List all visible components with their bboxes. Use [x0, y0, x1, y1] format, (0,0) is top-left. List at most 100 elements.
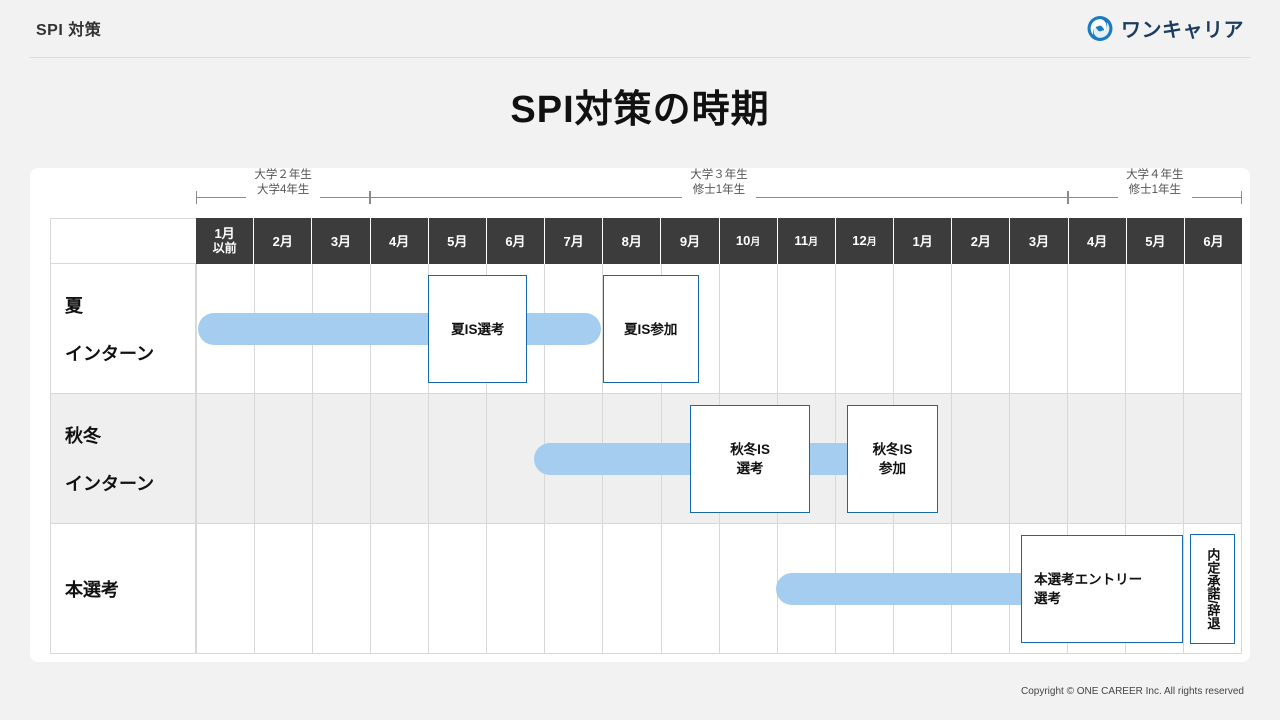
timeline-cell[interactable] [313, 524, 372, 654]
bracket-end-cap [1066, 191, 1068, 204]
bracket-label-mask [246, 190, 321, 206]
month-header-cell: 2月 [952, 218, 1011, 264]
month-sub-label: 以前 [212, 241, 237, 255]
month-header-cell: 4月 [1068, 218, 1127, 264]
one-career-swirl-icon [1087, 15, 1113, 41]
header-corner-cell [50, 218, 196, 264]
month-header-cell: 11月 [777, 218, 836, 264]
month-label: 5月 [447, 233, 468, 249]
phase-bracket: 大学４年生修士1年生 [1067, 168, 1242, 218]
month-header-cell: 10月 [719, 218, 778, 264]
bracket-label-mask [681, 190, 756, 206]
timeline-callout[interactable]: 秋冬IS 参加 [846, 405, 939, 513]
month-header-cell: 5月 [428, 218, 487, 264]
row-label-line2: インターン [65, 343, 155, 364]
month-header-cell: 1月以前 [196, 218, 255, 264]
month-label: 4月 [1087, 233, 1108, 249]
timeline-cell[interactable] [1009, 394, 1068, 524]
callout-text: 秋冬IS 選考 [730, 442, 770, 476]
row-label-line1: 夏 [65, 295, 83, 316]
bracket-label-line1: 大学３年生 [684, 169, 754, 181]
bracket-label-line2: 修士1年生 [692, 184, 746, 196]
bracket-end-cap [1240, 191, 1242, 204]
month-label: 7月 [563, 233, 584, 249]
timeline-cell[interactable] [487, 524, 546, 654]
row-label: 夏インターン [50, 264, 196, 394]
row-label-line1: 秋冬 [65, 425, 101, 446]
timeline-cell[interactable] [196, 524, 256, 654]
timeline-overlay: 夏IS選考 夏IS参加秋冬IS 選考 秋冬IS 参加本選考エントリー 選考 内定承諾/… [50, 218, 1242, 654]
month-label: 3月 [1028, 233, 1050, 249]
phase-bracket: 大学３年生修士1年生 [370, 168, 1068, 218]
timeline-cell[interactable] [196, 394, 256, 524]
bracket-end-cap [196, 191, 197, 204]
page-title: SPI対策の時期 [510, 89, 770, 131]
month-header-cell: 7月 [545, 218, 604, 264]
timeline-cell[interactable] [1184, 264, 1243, 394]
timeline-cell[interactable] [429, 394, 488, 524]
timeline-callout[interactable]: 内定承諾/辞退 [1189, 534, 1235, 644]
bracket-label-line1: 大学４年生 [1120, 169, 1190, 181]
month-header-cell: 9月 [661, 218, 720, 264]
month-label: 6月 [1203, 233, 1224, 249]
timeline-cell[interactable] [719, 264, 778, 394]
timeline-cell[interactable] [719, 524, 778, 654]
bracket-label-mask [1117, 190, 1192, 206]
brand-name: ワンキャリア [1121, 19, 1244, 42]
timeline-callout[interactable]: 夏IS選考 [428, 275, 528, 383]
phase-bracket-label: 大学２年生大学4年生 [196, 168, 370, 198]
timeline-cell[interactable] [1067, 264, 1126, 394]
month-label: 1月 [214, 226, 235, 241]
bracket-label-line1: 大学２年生 [248, 169, 318, 181]
timeline-cell[interactable] [1126, 264, 1185, 394]
timeline-callout[interactable]: 本選考エントリー 選考 [1021, 535, 1183, 643]
row-label: 秋冬インターン [50, 394, 196, 524]
header-divider [30, 57, 1250, 58]
timeline-cell[interactable] [603, 524, 662, 654]
bracket-end-cap [369, 191, 371, 204]
month-label: 3月 [330, 233, 352, 249]
timeline-cell[interactable] [1184, 394, 1243, 524]
timeline-cell[interactable] [661, 524, 720, 654]
timeline-cell[interactable] [951, 264, 1010, 394]
month-header-cell: 4月 [370, 218, 429, 264]
month-header-cell: 1月 [894, 218, 953, 264]
timeline-cell[interactable] [893, 264, 952, 394]
month-header-cell: 3月 [1010, 218, 1069, 264]
copyright-footer: Copyright © ONE CAREER Inc. All rights r… [1021, 686, 1244, 697]
timeline-cell[interactable] [429, 524, 488, 654]
timeline-cell[interactable] [255, 394, 314, 524]
timeline-bar [198, 313, 601, 345]
timeline-cell[interactable] [371, 394, 430, 524]
timeline-cell[interactable] [371, 524, 430, 654]
row-label: 本選考 [50, 524, 196, 654]
month-header-cell: 2月 [254, 218, 313, 264]
month-label: 11月 [794, 232, 819, 248]
timeline-cell[interactable] [777, 264, 836, 394]
month-header-cell: 5月 [1126, 218, 1185, 264]
timeline-cell[interactable] [835, 264, 894, 394]
timeline-callout[interactable]: 夏IS参加 [602, 275, 699, 383]
timeline-cell[interactable] [951, 394, 1010, 524]
timeline-cell[interactable] [545, 524, 604, 654]
timeline-cell[interactable] [1067, 394, 1126, 524]
bracket-label-line2: 大学4年生 [256, 184, 310, 196]
timeline-callout[interactable]: 秋冬IS 選考 [689, 405, 811, 513]
month-label: 2月 [970, 233, 991, 249]
month-label: 9月 [679, 233, 701, 249]
callout-text: 内定承諾/辞退 [1205, 548, 1221, 630]
top-bar: SPI 対策 ワンキャリア [0, 0, 1280, 58]
timeline-cell[interactable] [1126, 394, 1185, 524]
phase-bracket-label: 大学３年生修士1年生 [370, 168, 1067, 198]
phase-bracket-group: 大学２年生大学4年生大学３年生修士1年生大学４年生修士1年生 [30, 168, 1250, 218]
timeline-cell[interactable] [255, 524, 314, 654]
timeline-cell[interactable] [1009, 264, 1068, 394]
month-label: 10月 [735, 232, 761, 248]
callout-text: 夏IS選考 [451, 321, 505, 337]
timeline-cell[interactable] [313, 394, 372, 524]
